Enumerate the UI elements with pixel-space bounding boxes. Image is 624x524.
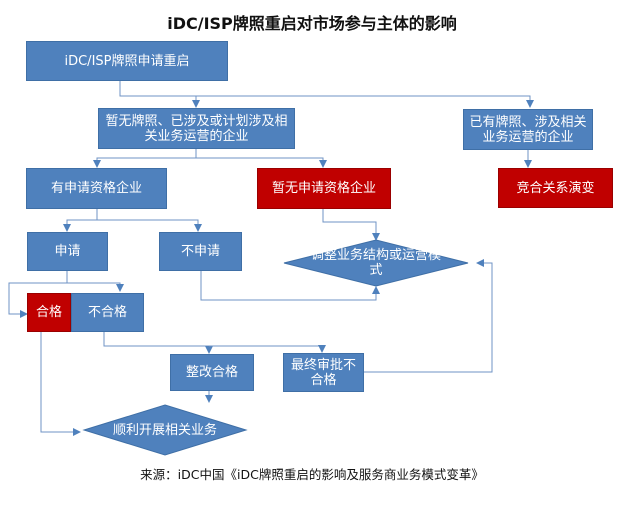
pass-box: 合格 xyxy=(27,293,71,332)
apply-box: 申请 xyxy=(27,232,108,271)
edge-no-license-split xyxy=(93,149,197,168)
no-license-box: 暂无牌照、已涉及或计划涉及相关业务运营的企业 xyxy=(98,108,295,149)
edge-final-fail-to-adjust xyxy=(364,259,493,373)
diagram-title: iDC/ISP牌照重启对市场参与主体的影响 xyxy=(167,14,457,33)
edge-fail-to-final-fail xyxy=(209,345,326,353)
edge-unqualified-to-adjust xyxy=(322,209,380,241)
edge-qualified-to-apply xyxy=(63,209,98,232)
source-note: 来源：iDC中国《iDC牌照重启的影响及服务商业务模式变革》 xyxy=(140,467,484,482)
qualified-box: 有申请资格企业 xyxy=(26,168,167,209)
decision-adjust-shape xyxy=(283,239,469,287)
edge-no-license-to-unqualified xyxy=(196,157,327,168)
edge-fail-to-rectify xyxy=(103,332,213,354)
adjust-decision: 调整业务结构或运营模式 xyxy=(310,248,441,278)
decision-smooth-shape xyxy=(82,404,248,456)
edge-restart-to-split xyxy=(119,81,534,108)
restart-box: iDC/ISP牌照申请重启 xyxy=(26,41,228,81)
final-fail-box: 最终审批不合格 xyxy=(283,353,364,392)
rectify-box: 整改合格 xyxy=(170,354,254,391)
edge-qualified-to-no-apply xyxy=(97,219,202,232)
smooth-decision: 顺利开展相关业务 xyxy=(112,422,217,438)
edge-no-apply-to-adjust xyxy=(200,271,380,301)
no-apply-box: 不申请 xyxy=(159,232,242,271)
competition-box: 竞合关系演变 xyxy=(498,168,613,208)
has-license-box: 已有牌照、涉及相关业务运营的企业 xyxy=(463,109,593,150)
edge-apply-to-pass xyxy=(8,271,68,318)
unqualified-box: 暂无申请资格企业 xyxy=(257,168,391,209)
edge-apply-to-fail xyxy=(67,282,124,292)
fail-box: 不合格 xyxy=(71,293,144,332)
edge-pass-to-smooth xyxy=(40,332,81,436)
